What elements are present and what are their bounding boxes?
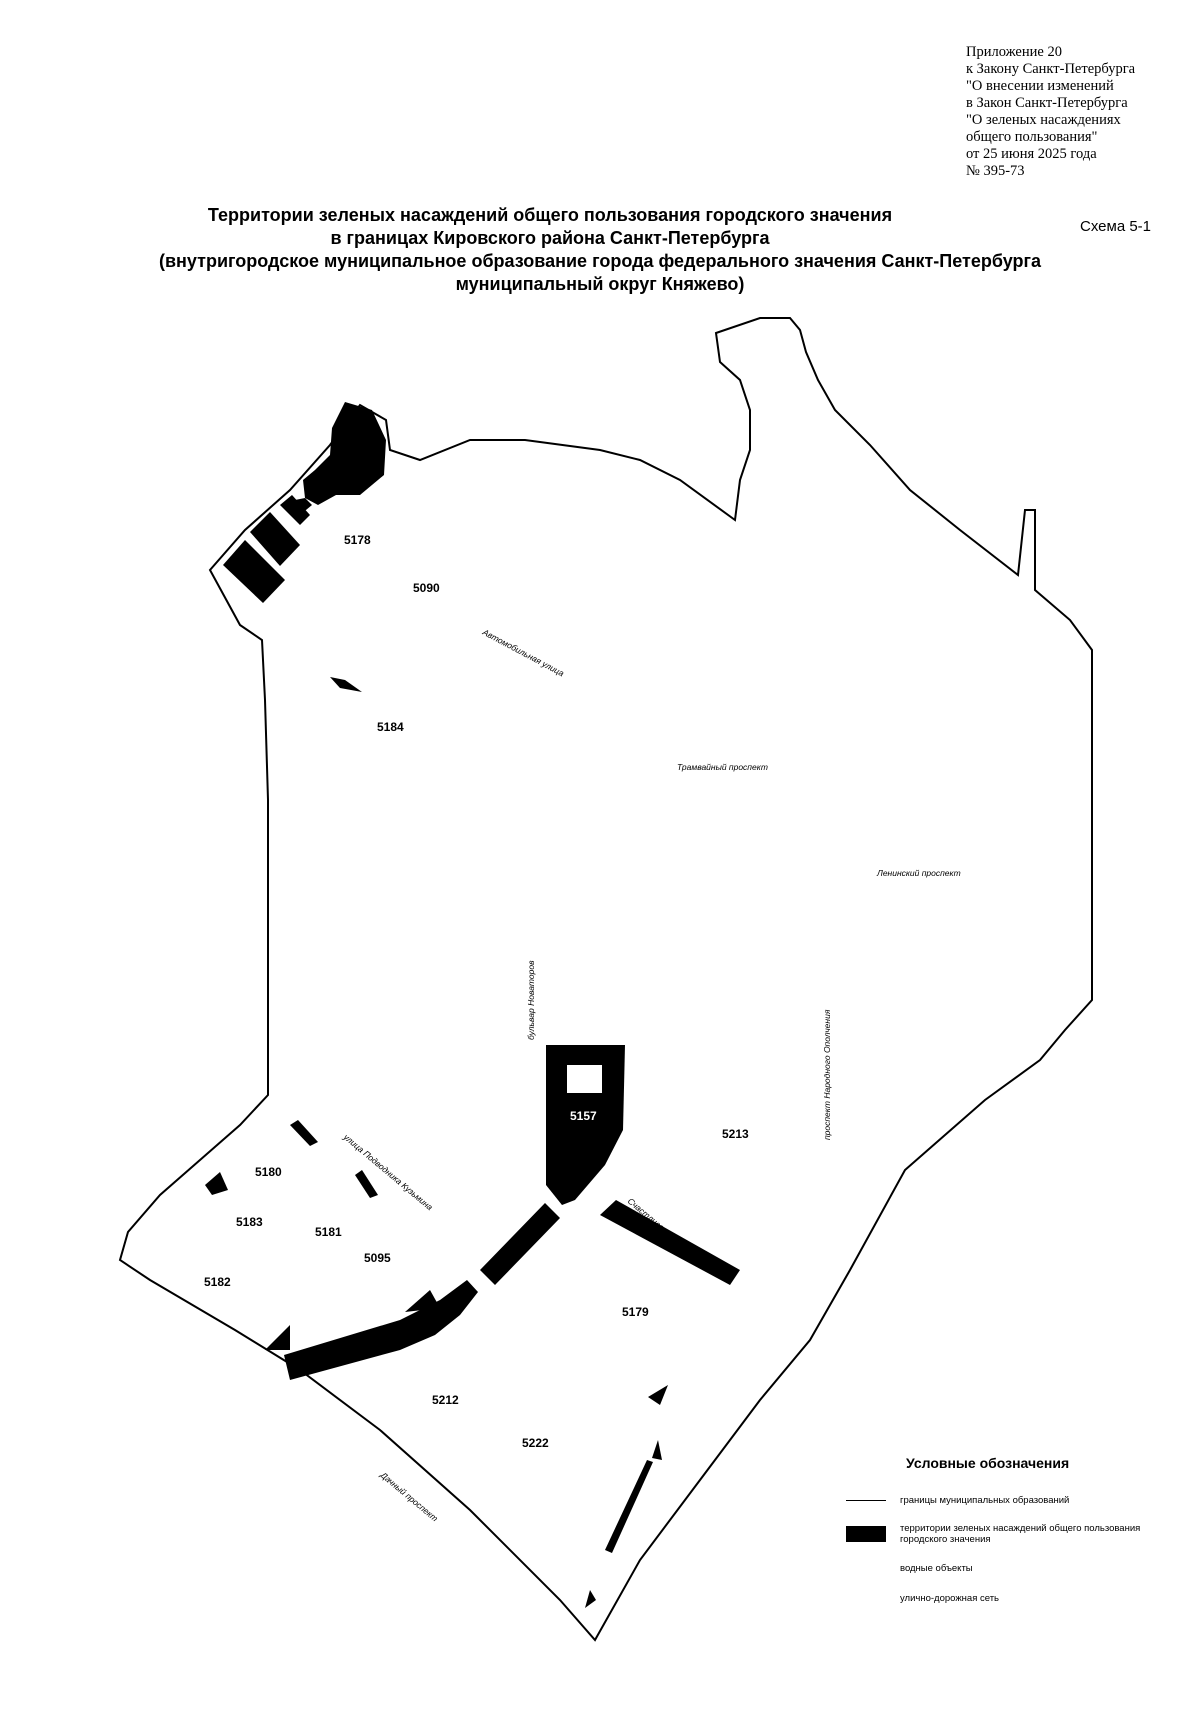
street-label-avtomobilnaya: Автомобильная улица xyxy=(480,626,566,678)
street-label-dachny: Дачный проспект xyxy=(378,1469,440,1523)
street-label-novatorov: бульвар Новаторов xyxy=(526,960,536,1040)
street-label-leninsky: Ленинский проспект xyxy=(876,868,961,878)
area-label-5182: 5182 xyxy=(204,1275,231,1289)
green-area-5182-small xyxy=(265,1325,290,1350)
green-area-5178-strip xyxy=(250,512,300,566)
annex-line: от 25 июня 2025 года xyxy=(966,146,1097,162)
annex-block: Приложение 20 к Закону Санкт-Петербурга … xyxy=(966,44,1186,180)
green-area-5095 xyxy=(284,1280,478,1380)
area-label-5180: 5180 xyxy=(255,1165,282,1179)
legend-item-green-area: территории зеленых насаждений общего пол… xyxy=(846,1523,1186,1545)
green-area-5178-south xyxy=(223,540,285,603)
area-label-5090: 5090 xyxy=(413,581,440,595)
title-line-3: (внутригородское муниципальное образован… xyxy=(159,251,1041,271)
annex-line: в Закон Санкт-Петербурга xyxy=(966,95,1128,111)
area-label-5183: 5183 xyxy=(236,1215,263,1229)
green-area-5157 xyxy=(546,1045,625,1205)
legend: Условные обозначения границы муниципальн… xyxy=(846,1455,1186,1621)
area-label-5184: 5184 xyxy=(377,720,404,734)
green-area-5095-small xyxy=(405,1290,440,1312)
title-line-1: Территории зеленых насаждений общего пол… xyxy=(207,205,893,225)
green-area-5222-a xyxy=(648,1385,668,1405)
legend-item-label: улично-дорожная сеть xyxy=(900,1592,1000,1604)
legend-item-label: границы муниципальных образований xyxy=(900,1494,1070,1506)
legend-title: Условные обозначения xyxy=(906,1455,1070,1471)
title-line-2: в границах Кировского района Санкт-Петер… xyxy=(330,228,770,248)
annex-line: общего пользования" xyxy=(966,129,1098,145)
street-label-opolcheniya: проспект Народного Ополчения xyxy=(822,1009,832,1140)
water-swatch xyxy=(846,1561,886,1575)
green-area-5157-strip-1 xyxy=(480,1203,560,1285)
area-label-5095: 5095 xyxy=(364,1251,391,1265)
title-line-4: муниципальный округ Княжево) xyxy=(455,274,745,294)
legend-item-roads: улично-дорожная сеть xyxy=(846,1591,1186,1605)
legend-item-label: водные объекты xyxy=(900,1562,973,1574)
green-area-5157-hole xyxy=(567,1065,602,1093)
area-label-5222: 5222 xyxy=(522,1436,549,1450)
area-label-5213: 5213 xyxy=(722,1127,749,1141)
green-area-5222-d xyxy=(585,1590,596,1608)
annex-line: к Закону Санкт-Петербурга xyxy=(966,61,1136,77)
area-label-5179: 5179 xyxy=(622,1305,649,1319)
green-area-5222-c xyxy=(605,1460,653,1553)
legend-item-boundary: границы муниципальных образований xyxy=(846,1493,1186,1507)
street-label-tramvayny: Трамвайный проспект xyxy=(677,762,768,772)
road-swatch xyxy=(846,1591,886,1605)
green-area-swatch xyxy=(846,1526,886,1542)
area-label-5178: 5178 xyxy=(344,533,371,547)
annex-line: Приложение 20 xyxy=(966,44,1062,60)
green-area-5095-b xyxy=(355,1170,378,1198)
green-area-5157-strip-2 xyxy=(600,1200,740,1285)
annex-line: "О зеленых насаждениях xyxy=(966,112,1121,128)
annex-line: № 395-73 xyxy=(966,163,1025,179)
legend-item-water: водные объекты xyxy=(846,1561,1186,1575)
scheme-label: Схема 5-1 xyxy=(1080,218,1152,235)
green-area-5178-north xyxy=(303,402,386,505)
area-label-5212: 5212 xyxy=(432,1393,459,1407)
boundary-line-swatch xyxy=(846,1493,886,1507)
green-area-5178-small xyxy=(280,495,310,525)
area-label-5181: 5181 xyxy=(315,1225,342,1239)
legend-item-label: территории зеленых насаждений общего пол… xyxy=(900,1523,1141,1545)
green-area-5184 xyxy=(330,677,362,692)
annex-line: "О внесении изменений xyxy=(966,78,1114,94)
green-area-5180 xyxy=(205,1172,228,1195)
street-label-kuzmina: улица Подводника Кузьмина xyxy=(341,1131,435,1212)
map-title: Территории зеленых насаждений общего пол… xyxy=(40,204,1160,296)
green-area-5222-b xyxy=(652,1440,662,1460)
area-label-5157: 5157 xyxy=(570,1109,597,1123)
green-area-5180-b xyxy=(290,1120,318,1146)
municipal-boundary xyxy=(118,317,1093,1642)
